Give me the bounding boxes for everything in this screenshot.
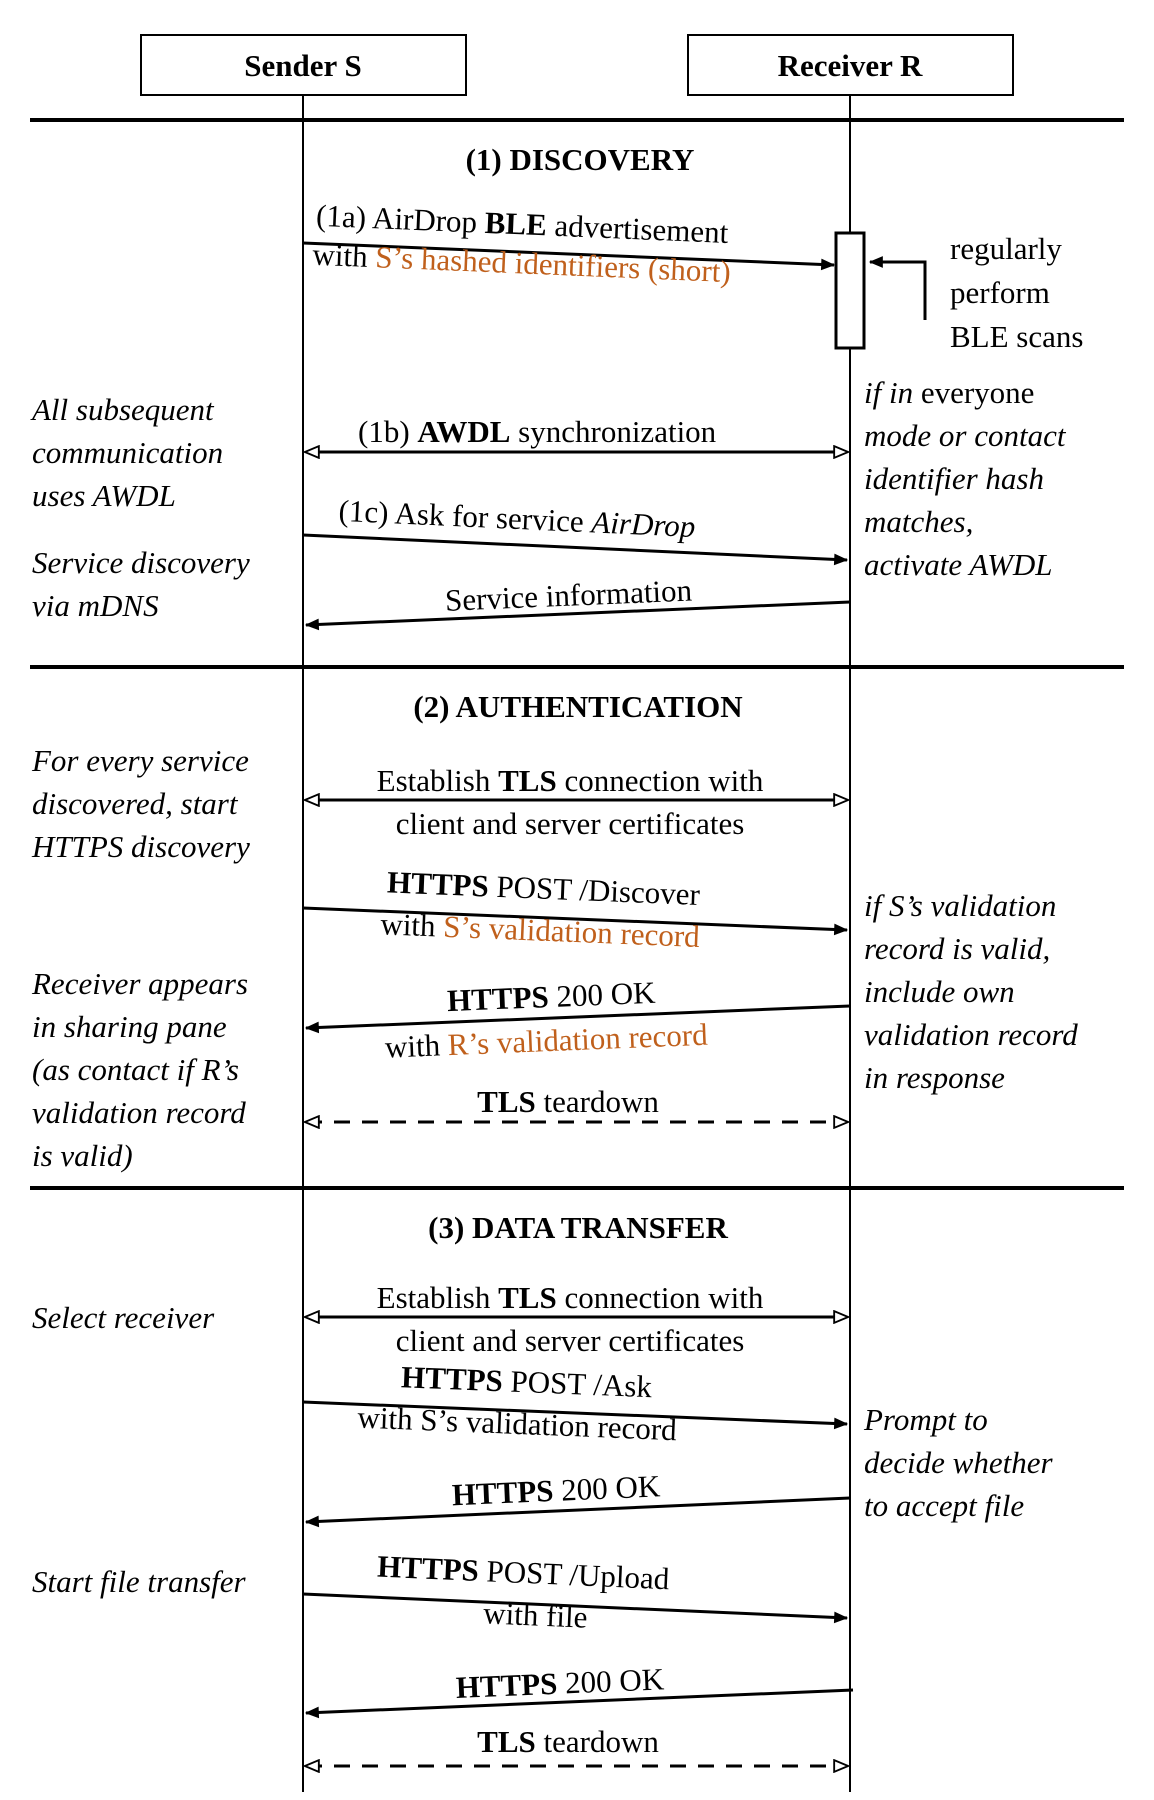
msg-3f-label: TLS teardown bbox=[477, 1724, 659, 1759]
msg-2a-label-line2: client and server certificates bbox=[396, 806, 745, 841]
msg-3b-label: HTTPS POST /Ask with S’s validation reco… bbox=[357, 1359, 678, 1447]
svg-text:HTTPS POST /Ask: HTTPS POST /Ask bbox=[400, 1359, 653, 1404]
svg-text:with file: with file bbox=[483, 1595, 589, 1635]
note-select-receiver: Select receiver bbox=[32, 1300, 215, 1335]
note-prompt: Prompt to decide whether to accept file bbox=[863, 1402, 1060, 1523]
msg-1a-arrow bbox=[302, 241, 836, 271]
actor-receiver-label: Receiver R bbox=[778, 48, 923, 83]
actor-sender: Sender S bbox=[140, 34, 467, 96]
msg-3c-label: HTTPS 200 OK bbox=[451, 1468, 661, 1512]
msg-1c-arrow bbox=[302, 533, 849, 566]
msg-3b-arrow bbox=[302, 1400, 849, 1430]
svg-text:HTTPS 200 OK: HTTPS 200 OK bbox=[451, 1468, 661, 1512]
section-title-data-transfer: (3) DATA TRANSFER bbox=[428, 1210, 728, 1245]
svg-text:HTTPS POST /Discover: HTTPS POST /Discover bbox=[386, 864, 701, 912]
msg-1c-label: (1c) Ask for service AirDrop bbox=[338, 493, 696, 544]
note-start-transfer: Start file transfer bbox=[32, 1564, 247, 1599]
msg-2b-arrow bbox=[302, 906, 849, 936]
ble-scan-loop-arrow bbox=[868, 256, 927, 320]
note-awdl: All subsequent communication uses AWDL bbox=[30, 392, 231, 513]
svg-text:(1c) Ask for service AirDrop: (1c) Ask for service AirDrop bbox=[338, 493, 696, 544]
msg-3d-label: HTTPS POST /Upload with file bbox=[377, 1549, 671, 1635]
note-https-discovery: For every service discovered, start HTTP… bbox=[31, 743, 257, 864]
actor-receiver-box bbox=[687, 34, 1014, 96]
actor-sender-box bbox=[140, 34, 467, 96]
msg-1b-label: (1b) AWDL synchronization bbox=[358, 414, 717, 449]
section-title-discovery: (1) DISCOVERY bbox=[466, 142, 695, 177]
note-validation: if S’s validation record is valid, inclu… bbox=[864, 888, 1086, 1095]
actor-sender-label: Sender S bbox=[244, 48, 361, 83]
msg-2b-label: HTTPS POST /Discover with S’s validation… bbox=[380, 864, 701, 954]
note-receiver-appears: Receiver appears in sharing pane (as con… bbox=[31, 966, 256, 1173]
msg-3e-label: HTTPS 200 OK bbox=[455, 1661, 665, 1705]
msg-3c-arrow bbox=[304, 1496, 851, 1528]
msg-2d-label: TLS teardown bbox=[477, 1084, 659, 1119]
ble-scan-note: regularly perform BLE scans bbox=[950, 231, 1083, 354]
svg-text:with S’s validation record: with S’s validation record bbox=[380, 906, 701, 954]
msg-3e-arrow bbox=[304, 1688, 854, 1719]
msg-3d-arrow bbox=[302, 1592, 849, 1624]
svg-text:with S’s validation record: with S’s validation record bbox=[357, 1399, 678, 1447]
msg-1d-arrow bbox=[304, 600, 851, 631]
msg-2a-label-line1: Establish TLS connection with bbox=[377, 763, 764, 798]
svg-text:HTTPS 200 OK: HTTPS 200 OK bbox=[446, 975, 656, 1018]
msg-3a-label-line2: client and server certificates bbox=[396, 1323, 745, 1358]
actor-receiver: Receiver R bbox=[687, 34, 1014, 96]
msg-3a-label-line1: Establish TLS connection with bbox=[377, 1280, 764, 1315]
receiver-activation-box bbox=[834, 231, 866, 350]
section-title-authentication: (2) AUTHENTICATION bbox=[413, 689, 742, 724]
msg-2c-arrow bbox=[304, 1004, 851, 1034]
note-activate-awdl: if in everyone mode or contact identifie… bbox=[864, 375, 1073, 582]
msg-1a-label: (1a) AirDrop BLE advertisement with S’s … bbox=[312, 198, 732, 289]
svg-text:(1a) AirDrop BLE advertisement: (1a) AirDrop BLE advertisement bbox=[316, 198, 730, 250]
svg-text:HTTPS 200 OK: HTTPS 200 OK bbox=[455, 1661, 665, 1705]
svg-text:HTTPS POST /Upload: HTTPS POST /Upload bbox=[377, 1549, 671, 1597]
note-mdns: Service discovery via mDNS bbox=[32, 545, 258, 623]
